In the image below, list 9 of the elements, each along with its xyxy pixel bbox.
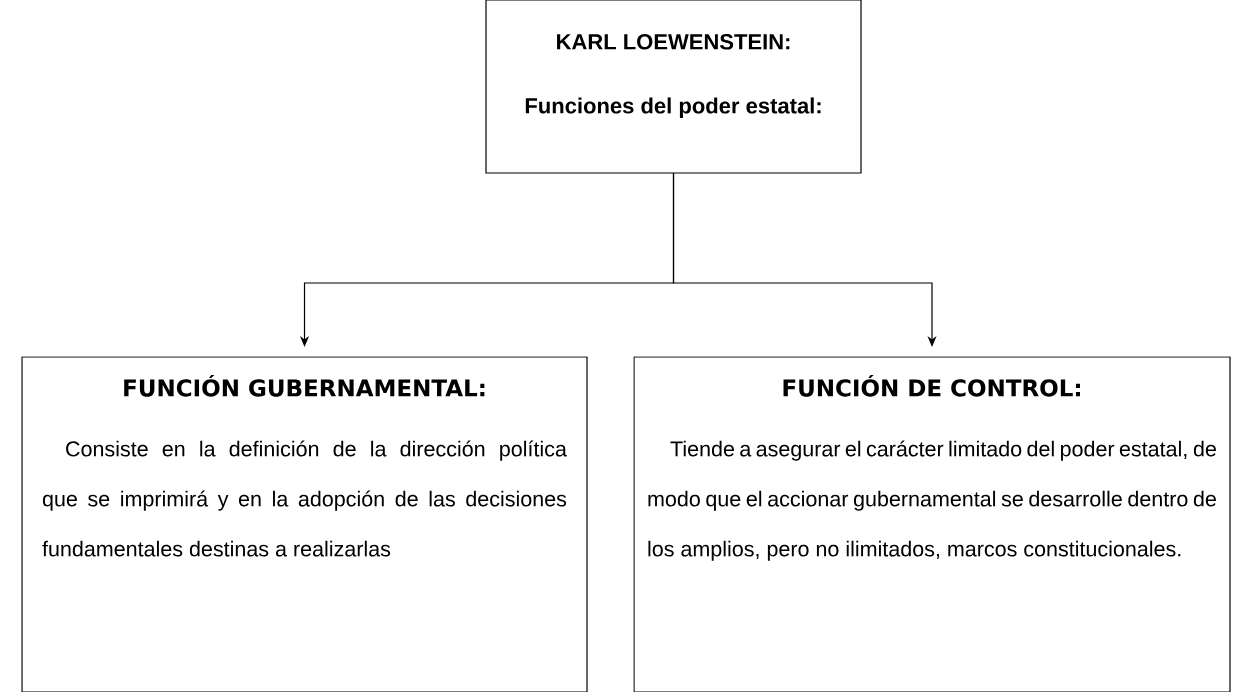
box-heading: FUNCIÓN DE CONTROL: — [783, 375, 1080, 397]
box-heading: FUNCIÓN GUBERNAMENTAL: — [124, 375, 485, 397]
box-text: Tiende a asegurar el carácter limitado del poder estatal, de modo que el accionar gubernamental se desarrolle dentro de los amplios, pero no ilimitados, marcos constitucionales. — [648, 440, 1216, 561]
box-text: Funciones del poder estatal: — [525, 97, 821, 118]
text-box — [633, 356, 1231, 692]
box-text: Consiste en la definición de la dirección política que se imprimirá y en la adopción de las decisiones fundamentales destinas a realizarlas — [42, 440, 567, 557]
text-box — [485, 0, 862, 174]
box-heading: KARL LOEWENSTEIN: — [557, 34, 790, 50]
text-box — [21, 356, 588, 692]
